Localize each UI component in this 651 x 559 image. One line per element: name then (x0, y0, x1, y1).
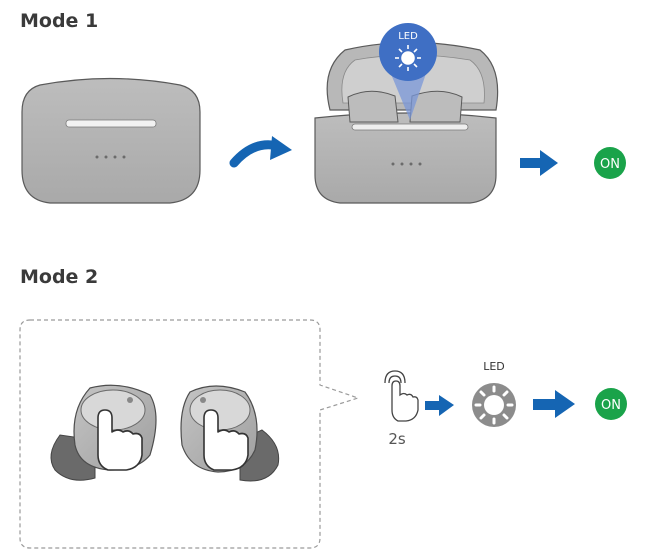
case-seam (65, 119, 157, 128)
mode1-on-badge (594, 147, 626, 179)
right-sensor-dot (200, 397, 206, 403)
mode1-on-text: ON (600, 157, 620, 172)
mode2-on-text: ON (601, 398, 621, 413)
right-arrow-icon (520, 150, 558, 176)
left-touch-pad (80, 389, 146, 431)
mode2-on-badge (595, 388, 627, 420)
right-arrow-icon-2 (425, 395, 454, 416)
left-earbud-in-case (347, 90, 399, 123)
callout-box (19, 319, 360, 549)
case-indicator-dots (95, 155, 126, 159)
open-charging-case: LED (314, 23, 499, 204)
mode1-led-label: LED (398, 31, 418, 42)
left-finger-tap-icon (97, 409, 143, 471)
left-sensor-dot (127, 397, 133, 403)
mode2-led-label: LED (483, 360, 505, 373)
closed-charging-case (21, 77, 201, 204)
right-touch-pad (189, 389, 251, 431)
curved-arrow-head-icon (270, 136, 292, 160)
open-case-indicator-dots (391, 162, 422, 166)
right-finger-tap-icon (203, 409, 249, 471)
mode-2-heading: Mode 2 (20, 266, 99, 288)
led-sun-icon (395, 45, 421, 71)
mode-1-heading: Mode 1 (20, 10, 99, 32)
hold-duration-label: 2s (388, 430, 406, 448)
right-earbud-in-case (409, 90, 463, 123)
led-indicator-icon (472, 383, 516, 427)
press-hold-icon (384, 370, 419, 422)
right-arrow-icon-3 (533, 390, 575, 418)
